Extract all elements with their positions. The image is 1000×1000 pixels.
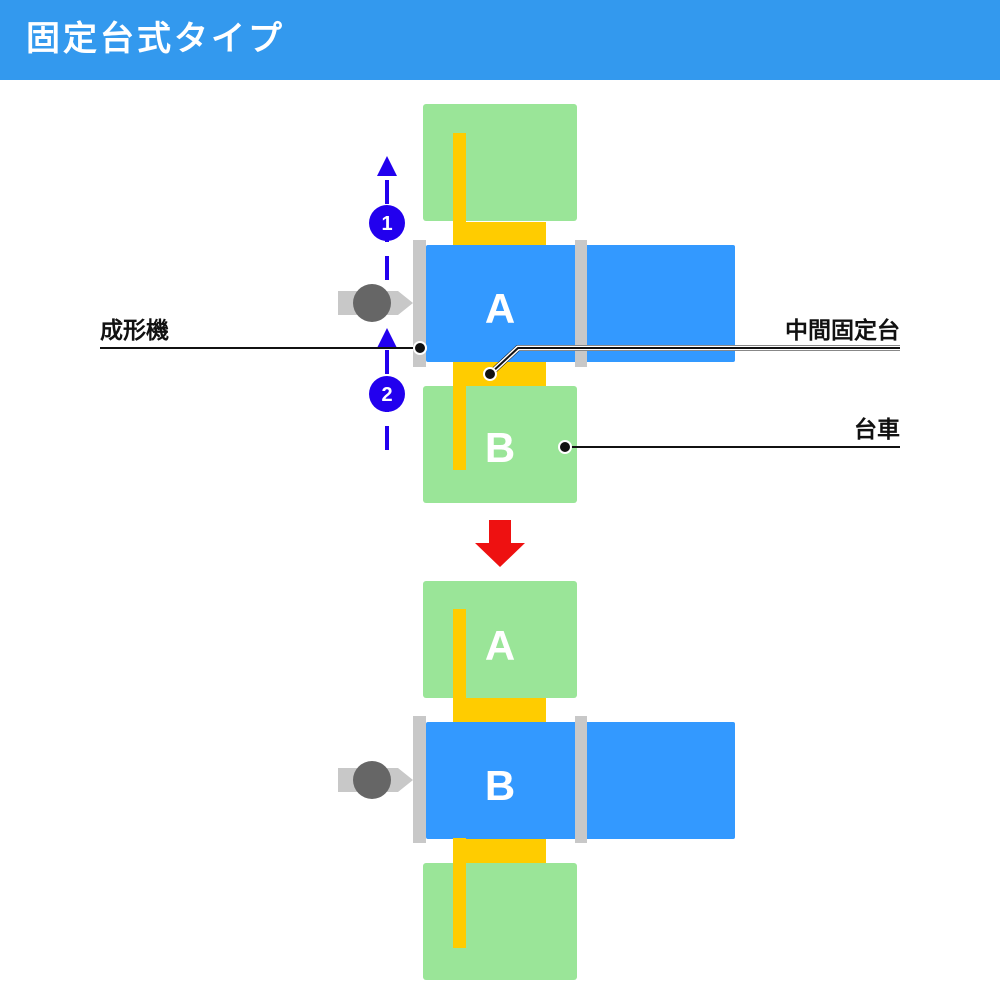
state-before: A B 1 2 成形機 中間固定台 台車 — [100, 104, 900, 503]
step-number-1: 1 — [381, 213, 392, 235]
yellow-rail — [453, 697, 546, 722]
box-label-b: B — [485, 762, 515, 809]
nozzle-icon — [338, 761, 413, 799]
label-molding-machine: 成形機 — [100, 318, 169, 344]
step-badge-1 — [369, 205, 405, 241]
transition-arrow-down — [475, 520, 525, 567]
step-badge-2 — [369, 376, 405, 412]
table-frame-left — [413, 240, 426, 367]
table-frame-left — [413, 716, 426, 843]
leader-dot — [413, 341, 427, 355]
yellow-rail — [453, 609, 466, 701]
nozzle-icon — [338, 284, 413, 322]
label-intermediate-table: 中間固定台 — [785, 317, 900, 344]
box-label-b: B — [485, 424, 515, 471]
yellow-rail — [453, 222, 546, 246]
cart-lower — [423, 863, 577, 980]
box-label-a: A — [485, 622, 515, 669]
label-cart: 台車 — [854, 416, 900, 443]
yellow-rail — [453, 838, 466, 948]
cart-upper — [423, 104, 577, 221]
header-bar: 固定台式タイプ — [0, 0, 1000, 80]
state-after: A B — [338, 581, 735, 980]
box-label-a: A — [485, 285, 515, 332]
step-number-2: 2 — [381, 384, 392, 406]
table-frame-mid — [575, 716, 587, 843]
yellow-rail — [453, 362, 466, 470]
leader-line — [489, 347, 900, 375]
leader-dot — [483, 367, 497, 381]
leader-dot — [558, 440, 572, 454]
yellow-rail — [453, 133, 466, 225]
yellow-rail — [453, 838, 546, 863]
table-frame-mid — [575, 240, 587, 367]
page-title: 固定台式タイプ — [26, 19, 285, 59]
